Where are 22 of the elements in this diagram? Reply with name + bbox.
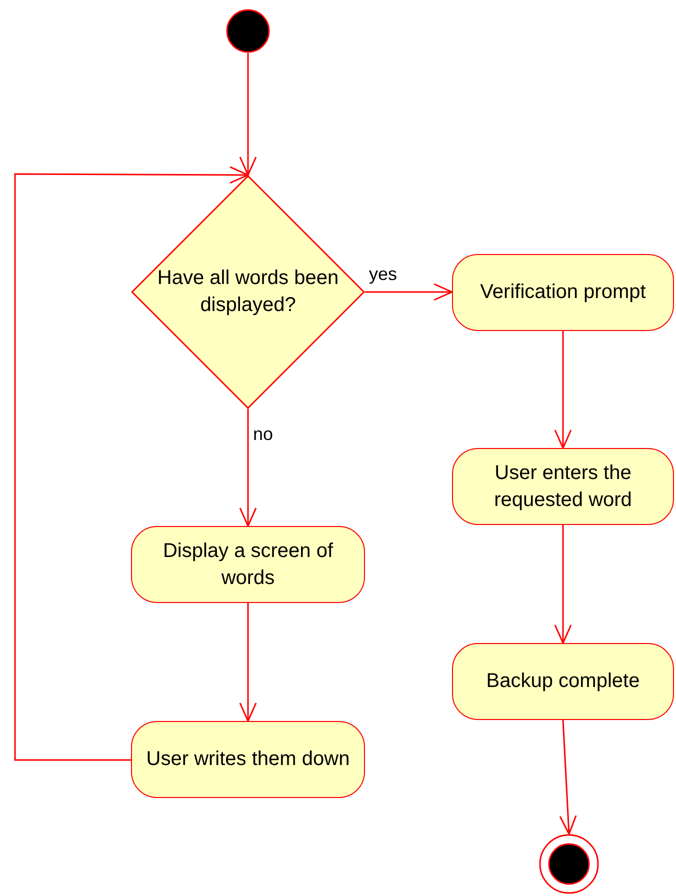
activity-box <box>131 526 365 603</box>
activity-box <box>452 448 674 525</box>
arrow <box>239 53 257 176</box>
arrow <box>239 603 257 722</box>
arrow <box>559 720 577 835</box>
node-label: Backup complete <box>486 669 640 694</box>
end-node <box>539 834 599 894</box>
activity-box <box>452 254 674 331</box>
node-label: Verification prompt <box>480 280 646 305</box>
node-label: User enters the requested word <box>493 460 633 512</box>
activity-box <box>131 721 365 798</box>
arrow <box>554 525 572 644</box>
start-node <box>226 9 270 53</box>
decision-diamond <box>131 175 365 409</box>
arrow <box>14 166 249 761</box>
arrow <box>554 331 572 449</box>
node-label: Have all words been displayed? <box>156 266 340 318</box>
activity-box <box>452 643 674 720</box>
node-label: User writes them down <box>146 747 350 772</box>
node-label: Display a screen of words <box>162 538 334 590</box>
arrow <box>365 283 453 301</box>
arrow <box>239 409 257 527</box>
